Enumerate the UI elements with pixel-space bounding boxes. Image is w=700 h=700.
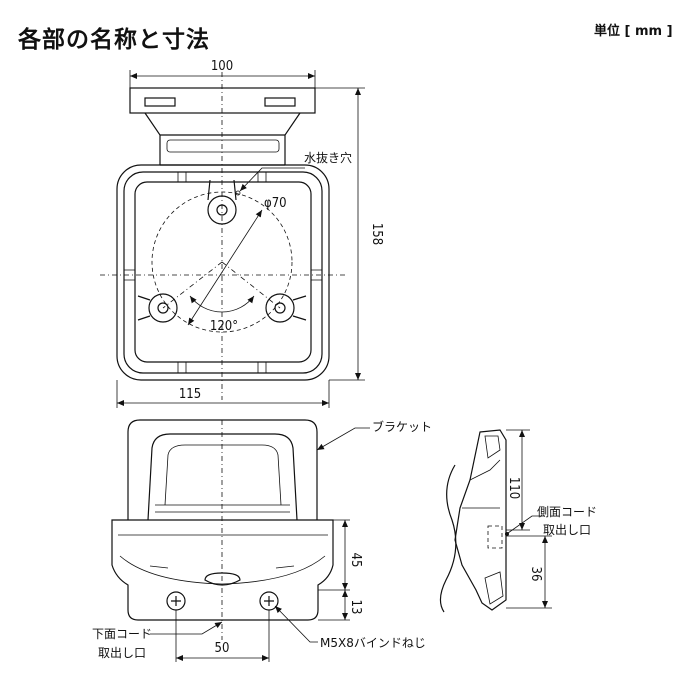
- dim-50: 50: [215, 641, 230, 656]
- flange-slot-left: [144, 97, 176, 107]
- dim-36: 36: [528, 567, 543, 582]
- dim-45: 45: [348, 553, 363, 568]
- drain-hole-label: 水抜き穴: [304, 150, 352, 165]
- circle-dim-line: [187, 209, 263, 326]
- mounting-circle: [151, 191, 293, 333]
- side-view: 側面コード 取出し口 110 36: [439, 429, 597, 613]
- unit-label: 単位 [ mm ]: [594, 24, 673, 39]
- ribs-bottom: [177, 362, 267, 373]
- boss-right: [265, 293, 295, 323]
- angle-line-right: [221, 261, 281, 309]
- dim-13: 13: [348, 600, 363, 615]
- bracket-leader: [316, 427, 370, 451]
- dim-110: 110: [506, 477, 521, 499]
- side-bottom-detail: [484, 571, 504, 605]
- body-outline-outer: [116, 164, 330, 381]
- top-view: 120° φ70 水抜き穴 100 115 158: [100, 59, 384, 408]
- bottom-cord-label-1: 下面コード: [92, 627, 152, 641]
- boss-left-stem: [137, 295, 151, 321]
- boss-right-stem: [292, 295, 307, 321]
- boss-left-hole: [157, 302, 169, 314]
- screw-label: M5X8バインドねじ: [320, 636, 426, 650]
- boss-left: [148, 293, 178, 323]
- page-title: 各部の名称と寸法: [18, 27, 210, 53]
- neck-slot: [166, 139, 280, 153]
- dim-115: 115: [179, 387, 201, 402]
- side-line-a: [469, 459, 501, 481]
- dim-158: 158: [369, 223, 384, 245]
- circle-dim: φ70: [264, 196, 287, 211]
- drain-hole-leader: [239, 167, 305, 192]
- body-cavity: [134, 181, 312, 363]
- screw-leader: [274, 605, 318, 643]
- boss-right-hole: [274, 302, 286, 314]
- wall-break-line: [439, 464, 457, 613]
- screw-left-cross: [171, 596, 181, 606]
- body-front-curve: [119, 555, 326, 585]
- ribs-side: [124, 269, 322, 281]
- side-body: [454, 429, 507, 611]
- angle-dim: 120°: [210, 319, 238, 334]
- side-cord-leader: [507, 515, 545, 534]
- side-cord-port: [487, 525, 503, 549]
- bracket-outline: [127, 419, 318, 520]
- flange-slot-right: [264, 97, 296, 107]
- mounting-flange: [129, 87, 316, 114]
- body-outline-inner: [123, 171, 323, 374]
- angle-line-left: [162, 261, 223, 309]
- ribs-top: [177, 172, 267, 182]
- bottom-cord-port: [204, 572, 241, 586]
- side-cord-label-1: 側面コード: [537, 505, 597, 519]
- body-front-marks: [149, 565, 295, 569]
- dim-100: 100: [211, 59, 233, 74]
- bracket-shade: [164, 444, 282, 506]
- screw-right-cross: [264, 596, 274, 606]
- bottom-cord-label-2: 取出し口: [98, 646, 146, 660]
- body-front: [111, 519, 334, 621]
- side-top-detail: [484, 435, 501, 459]
- bracket-neck: [144, 112, 301, 165]
- side-cord-label-2: 取出し口: [543, 523, 591, 537]
- bottom-cord-leader: [150, 621, 223, 635]
- drain-hole-mark: [235, 190, 241, 196]
- bracket-label: ブラケット: [372, 419, 432, 434]
- bracket-inner: [147, 433, 298, 521]
- bracket-base-lines: [155, 504, 290, 513]
- boss-top-stem: [207, 179, 237, 201]
- front-view: ブラケット 45 13 50 下面コード 取出し口 M5X8バインドねじ: [92, 419, 432, 662]
